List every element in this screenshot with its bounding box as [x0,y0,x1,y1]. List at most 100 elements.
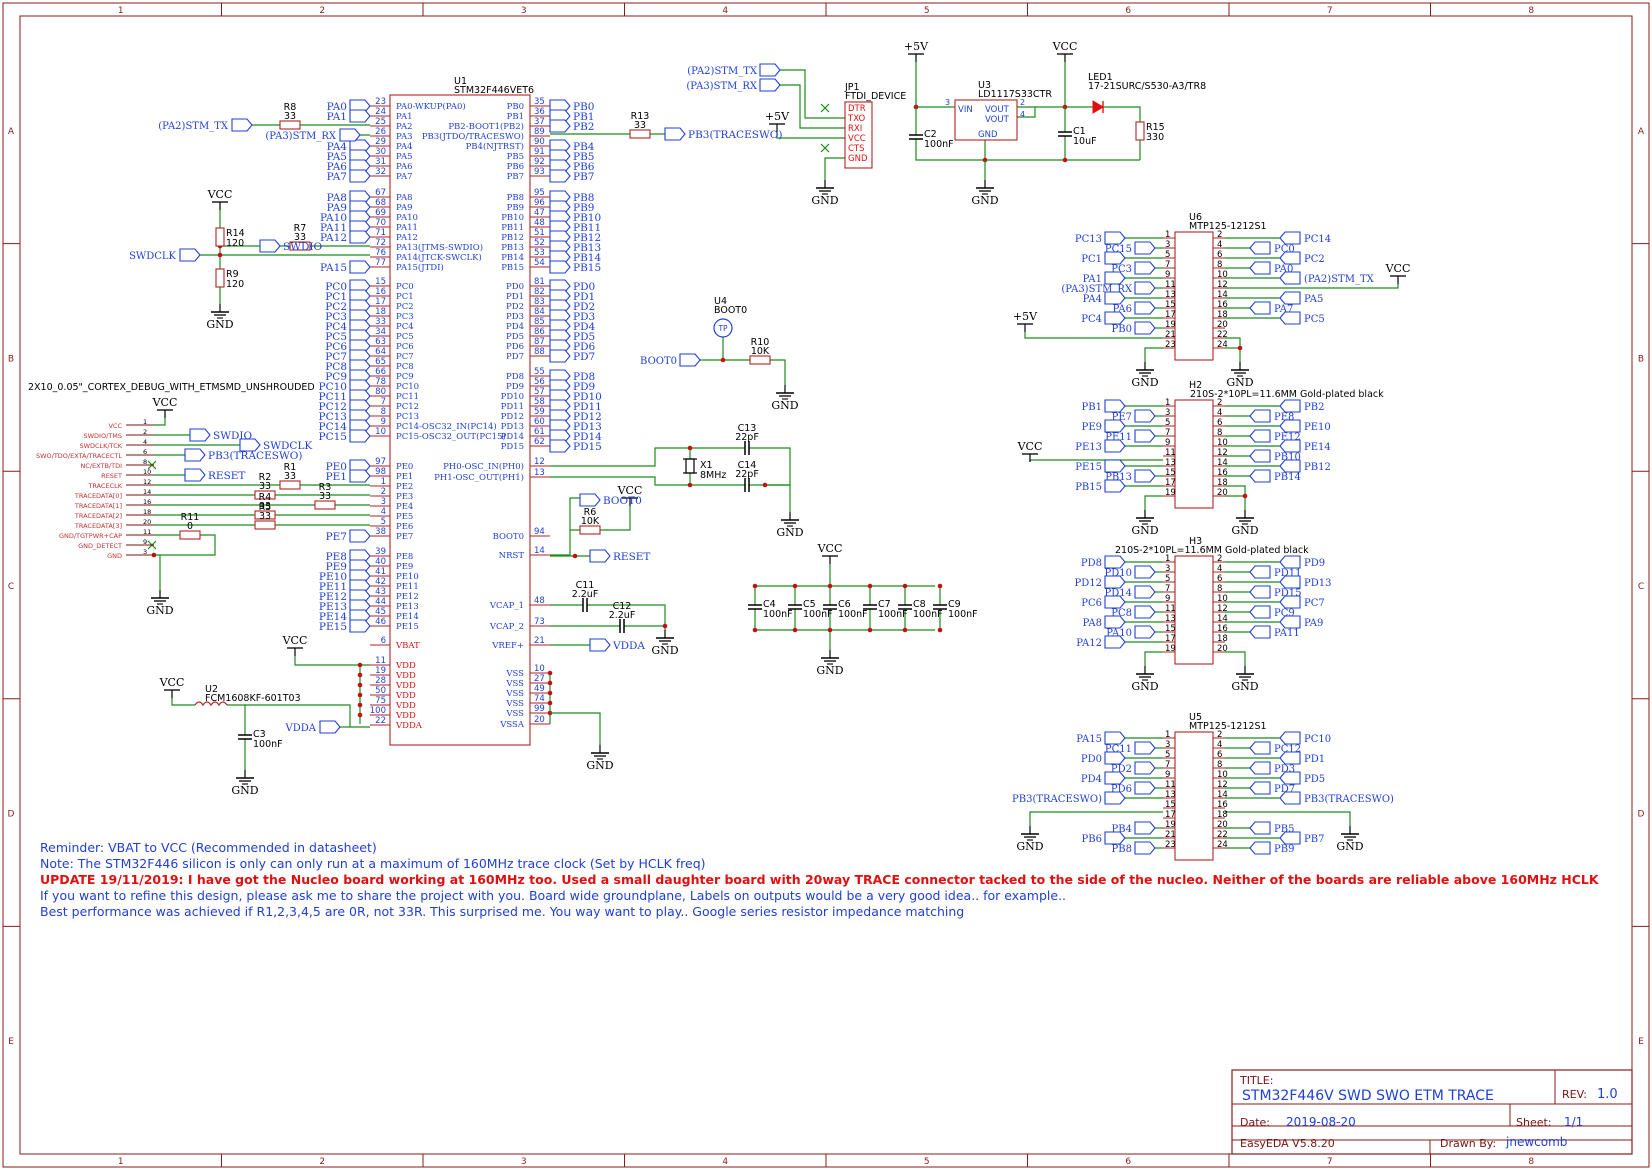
resistor-value: 33 [634,120,646,131]
wire [1144,651,1163,666]
flag-outline [339,128,361,142]
row-marker: B [8,354,14,364]
mcu-pin-name: PC13 [396,412,419,422]
mcu-pin-number: 70 [375,218,386,228]
flag-text: PC4 [325,321,347,333]
flag-text: BOOT0 [603,495,642,507]
flag-outline [1279,555,1301,569]
mcu-pin-name: PB10 [501,213,524,223]
power-symbol: VCC [1017,440,1042,462]
net-flag [1249,261,1271,275]
h3-pin-number: 1 [1165,554,1170,564]
power-symbol: +5V [904,40,929,62]
gnd-symbol: GND [206,304,234,331]
ftdi-pin-name: CTS [848,144,865,154]
resistor-body [279,480,301,490]
tool-version: EasyEDA V5.8.20 [1240,1137,1335,1150]
flag-text: PC6 [325,341,347,353]
mcu-pin-name: PC11 [396,392,419,402]
mcu-net-flag-PD13: PD13 [549,419,602,433]
mcu-pin-name: VDD [395,671,416,681]
flag-text: PD6 [573,341,595,353]
u6-net-label: PA0 [1274,264,1293,275]
title-block-grid [1231,1069,1633,1155]
mcu-pin-number: 48 [534,596,545,606]
column-marker: 3 [521,6,527,16]
cortex-pin-name: SWDIO/TMS [84,432,123,440]
flag-outline [1279,399,1301,413]
mcu-pin-number: 46 [375,617,386,627]
mcu-net-flag-PC12: PC12 [319,399,371,413]
cortex-pin-number: 20 [143,518,151,526]
flag-text: PC2 [325,301,347,313]
mcu-pin-number: 31 [375,157,386,167]
net-flag [1134,585,1156,599]
cortex-pin-number: 18 [143,508,151,516]
cortex-pin-name: SWDCLK/TCK [79,442,122,450]
mcu-net-flag-PE1: PE1 [326,469,371,483]
cap-value: 22pF [735,432,759,443]
resistor-body [1135,121,1145,141]
testpoint-pad [713,318,733,338]
u6-body [1174,231,1214,361]
row-marker: A [1638,127,1645,137]
mcu-pin-name: PC14-OSC32_IN(PC14) [396,421,497,432]
net-flag [1134,469,1156,483]
mcu-pin-number: 45 [375,607,386,617]
mcu-pin-number: 74 [534,694,545,704]
net-flag [1249,585,1271,599]
wire [780,69,845,119]
cortex-pin-number: 6 [143,448,147,456]
mcu-pin-number: 21 [534,636,545,646]
h3-net-label: PA9 [1304,618,1323,629]
h2-pin-number: 8 [1217,428,1222,438]
flag-outline [1249,781,1271,795]
mcu-pin-number: 91 [534,147,545,157]
net-flag [1279,791,1301,805]
mcu-net-flag-PB15: PB15 [549,260,601,274]
mcu-net-flag-PB14: PB14 [549,250,601,264]
u6-value: MTP125-1212S1 [1189,221,1267,232]
resistor-value: 33 [294,232,306,243]
mcu-pin-name: PA11 [396,223,418,233]
resistor-value: 33 [284,471,296,482]
h3-pin-number: 20 [1217,644,1228,654]
net-flag [1249,565,1271,579]
mcu-pin-number: 7 [381,397,386,407]
flag-outline [319,720,341,734]
gnd-symbol: GND [816,650,844,677]
mcu-pin-name: PA5 [396,152,413,162]
mcu-pin-name: PB5 [507,152,524,162]
flag-text: RESET [613,551,650,563]
resistor-ref: R6 [584,507,597,518]
mcu-pin-name: PC5 [396,332,414,342]
mcu-net-flag-PC13: PC13 [319,409,371,423]
junction-dot [902,627,908,633]
mcu-pin-number: 96 [534,198,545,208]
flag-outline [1104,771,1126,785]
net-flag [1279,751,1301,765]
junction-dot [1237,345,1243,351]
net-flag [1249,821,1271,835]
u6-pin-number: 16 [1217,300,1228,310]
u6-net-label: PC15 [1105,244,1132,255]
flag-outline [349,109,371,123]
mcu-pin-name: PE12 [396,592,419,602]
mcu-pin-name: VDD [395,711,416,721]
u5-pin-number: 14 [1217,790,1228,800]
u5-net-label: PB4 [1112,824,1132,835]
u6-net-label: PC1 [1081,254,1102,265]
mcu-pin-number: 77 [375,258,386,268]
u6-pin-number: 15 [1165,300,1176,310]
mcu-pin-number: 10 [534,664,545,674]
mcu-pin-name: PE9 [396,562,413,572]
mcu-net-flag-PB10: PB10 [549,210,601,224]
drawn-by-label: Drawn By: [1440,1137,1497,1150]
u5-net-label: PB5 [1274,824,1294,835]
mcu-pin-number: 3 [381,497,386,507]
net-flag [1104,459,1126,473]
